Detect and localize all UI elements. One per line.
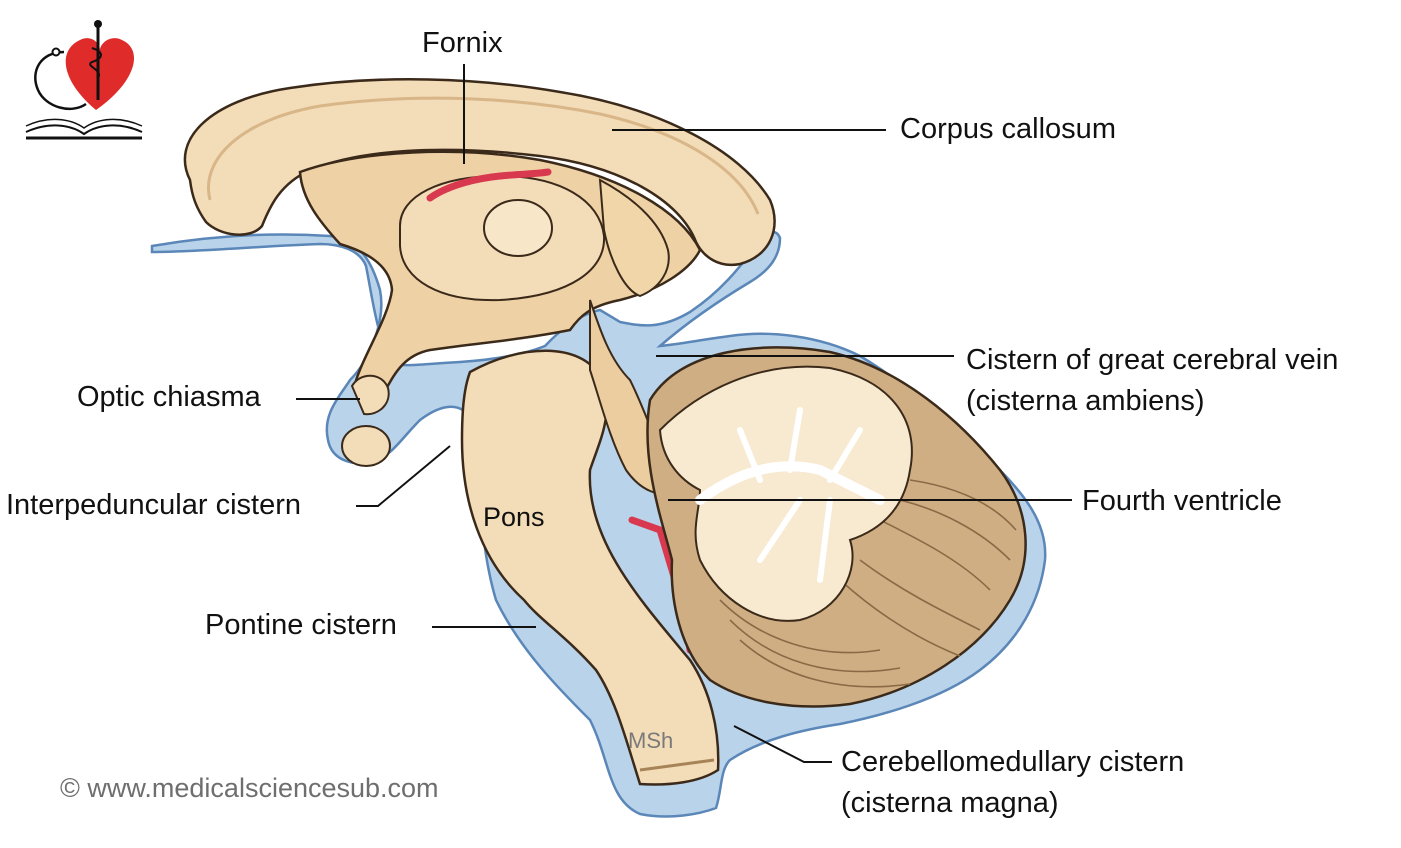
label-pontine-cistern: Pontine cistern xyxy=(205,609,397,641)
leader-lines xyxy=(296,64,1072,763)
label-cisterna-magna: (cisterna magna) xyxy=(841,787,1059,819)
optic-chiasma-region xyxy=(341,374,391,467)
heart-stethoscope-logo-icon xyxy=(25,20,143,140)
label-interpeduncular-cistern: Interpeduncular cistern xyxy=(6,489,301,521)
label-corpus-callosum: Corpus callosum xyxy=(900,113,1116,145)
corpus-callosum xyxy=(183,78,776,267)
diencephalon xyxy=(298,150,702,405)
label-optic-chiasma: Optic chiasma xyxy=(77,381,261,413)
label-fourth-ventricle: Fourth ventricle xyxy=(1082,485,1282,517)
label-pons: Pons xyxy=(483,502,545,532)
copyright-text: © www.medicalsciencesub.com xyxy=(60,773,439,803)
artist-signature: MSh xyxy=(628,728,674,753)
label-cisterna-ambiens: (cisterna ambiens) xyxy=(966,385,1205,417)
label-cistern-great-cerebral-vein: Cistern of great cerebral vein xyxy=(966,344,1339,376)
cerebellum xyxy=(646,346,1027,708)
label-cerebellomedullary-cistern: Cerebellomedullary cistern xyxy=(841,746,1185,778)
label-fornix: Fornix xyxy=(422,27,503,59)
